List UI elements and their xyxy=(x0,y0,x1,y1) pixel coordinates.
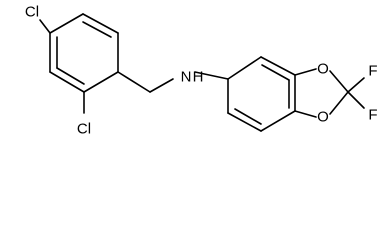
bond-ch2-n xyxy=(149,78,174,93)
bond-n-ring xyxy=(194,71,229,80)
double-bond-inner xyxy=(234,108,262,125)
bond xyxy=(260,56,296,76)
atom-label-o-lower: O xyxy=(317,109,329,126)
benzodioxole-ring xyxy=(227,56,296,132)
bond-c-o-lower xyxy=(294,110,317,118)
bond-c-f-lower xyxy=(347,91,365,109)
dichlorophenyl-ring xyxy=(49,13,119,93)
bond-c-o-upper xyxy=(294,68,317,76)
atom-label-f-lower: F xyxy=(368,107,377,124)
bond xyxy=(260,110,296,132)
double-bond-inner xyxy=(82,21,112,38)
atom-label-cl-mid: Cl xyxy=(77,121,91,138)
double-bond-inner xyxy=(261,64,290,81)
bond-c-f-upper xyxy=(347,77,365,93)
atom-label-o-upper: O xyxy=(317,61,329,78)
bond xyxy=(82,13,119,34)
bond xyxy=(83,71,119,93)
bond xyxy=(49,13,84,34)
structure-diagram: Cl Cl N H O O F F xyxy=(25,4,378,138)
bond-o-cf2-lower xyxy=(329,91,349,115)
bond-cl-top xyxy=(39,19,51,34)
atom-label-cl-top: Cl xyxy=(25,4,39,21)
atom-label-n: N xyxy=(181,69,192,86)
bond-o-cf2-upper xyxy=(329,70,349,93)
bond xyxy=(49,71,85,93)
bond xyxy=(227,112,262,132)
atom-label-h: H xyxy=(193,69,204,86)
bond-ring-ch2 xyxy=(117,71,151,93)
double-bond-inner xyxy=(56,67,85,85)
atom-label-f-upper: F xyxy=(368,63,377,80)
bond xyxy=(227,56,262,80)
